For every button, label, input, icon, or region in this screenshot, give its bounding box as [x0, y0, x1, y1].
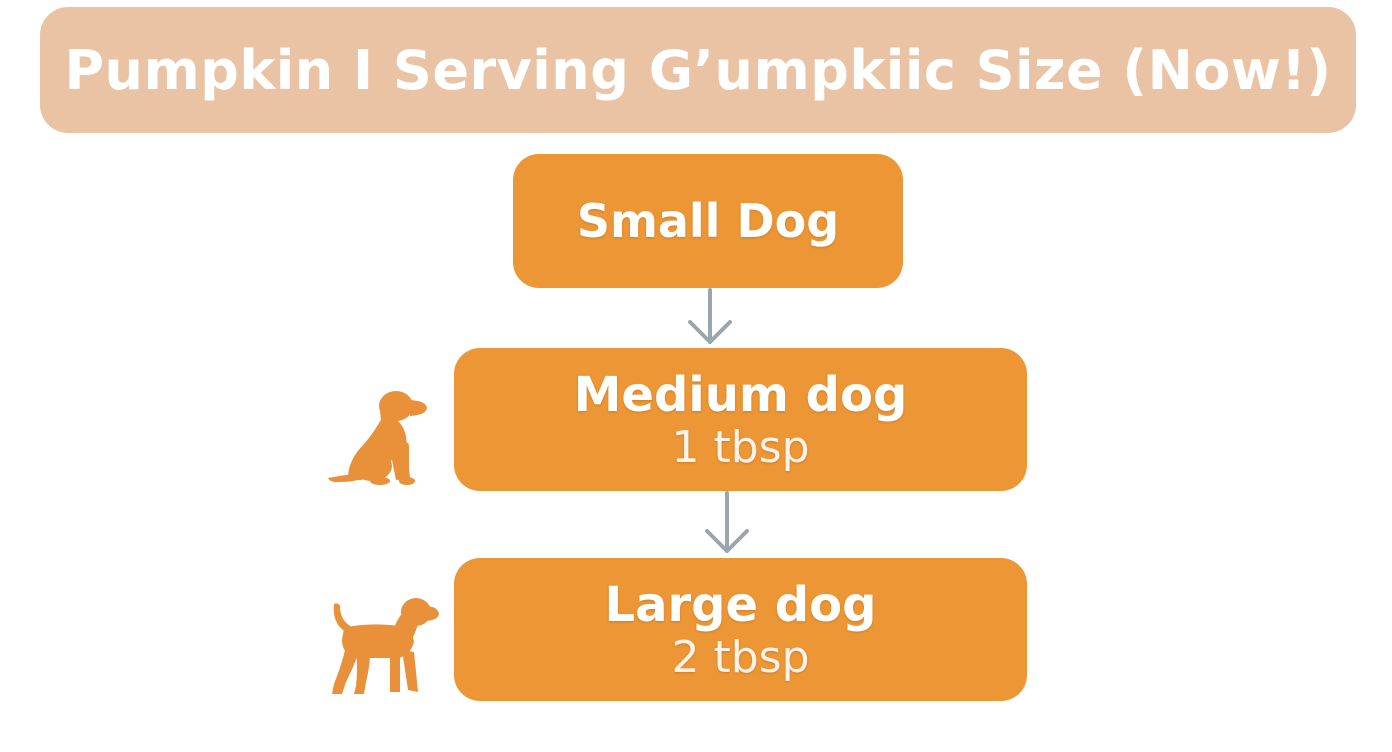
- large-dog-label: Large dog: [604, 576, 877, 633]
- sitting-dog-icon: [328, 391, 427, 485]
- down-arrow-icon: [705, 491, 749, 553]
- medium-dog-amount: 1 tbsp: [671, 421, 810, 473]
- title-banner: Pumpkin I Serving Gʼumpkiic Size (Now!): [40, 7, 1356, 133]
- small-dog-label: Small Dog: [576, 194, 840, 248]
- standing-dog-icon: [332, 598, 439, 694]
- large-dog-amount: 2 tbsp: [671, 631, 810, 683]
- medium-dog-node: Medium dog 1 tbsp: [454, 348, 1027, 491]
- small-dog-node: Small Dog: [513, 154, 903, 288]
- down-arrow-icon: [688, 288, 732, 344]
- medium-dog-label: Medium dog: [573, 366, 908, 423]
- large-dog-node: Large dog 2 tbsp: [454, 558, 1027, 701]
- diagram-title: Pumpkin I Serving Gʼumpkiic Size (Now!): [64, 38, 1332, 102]
